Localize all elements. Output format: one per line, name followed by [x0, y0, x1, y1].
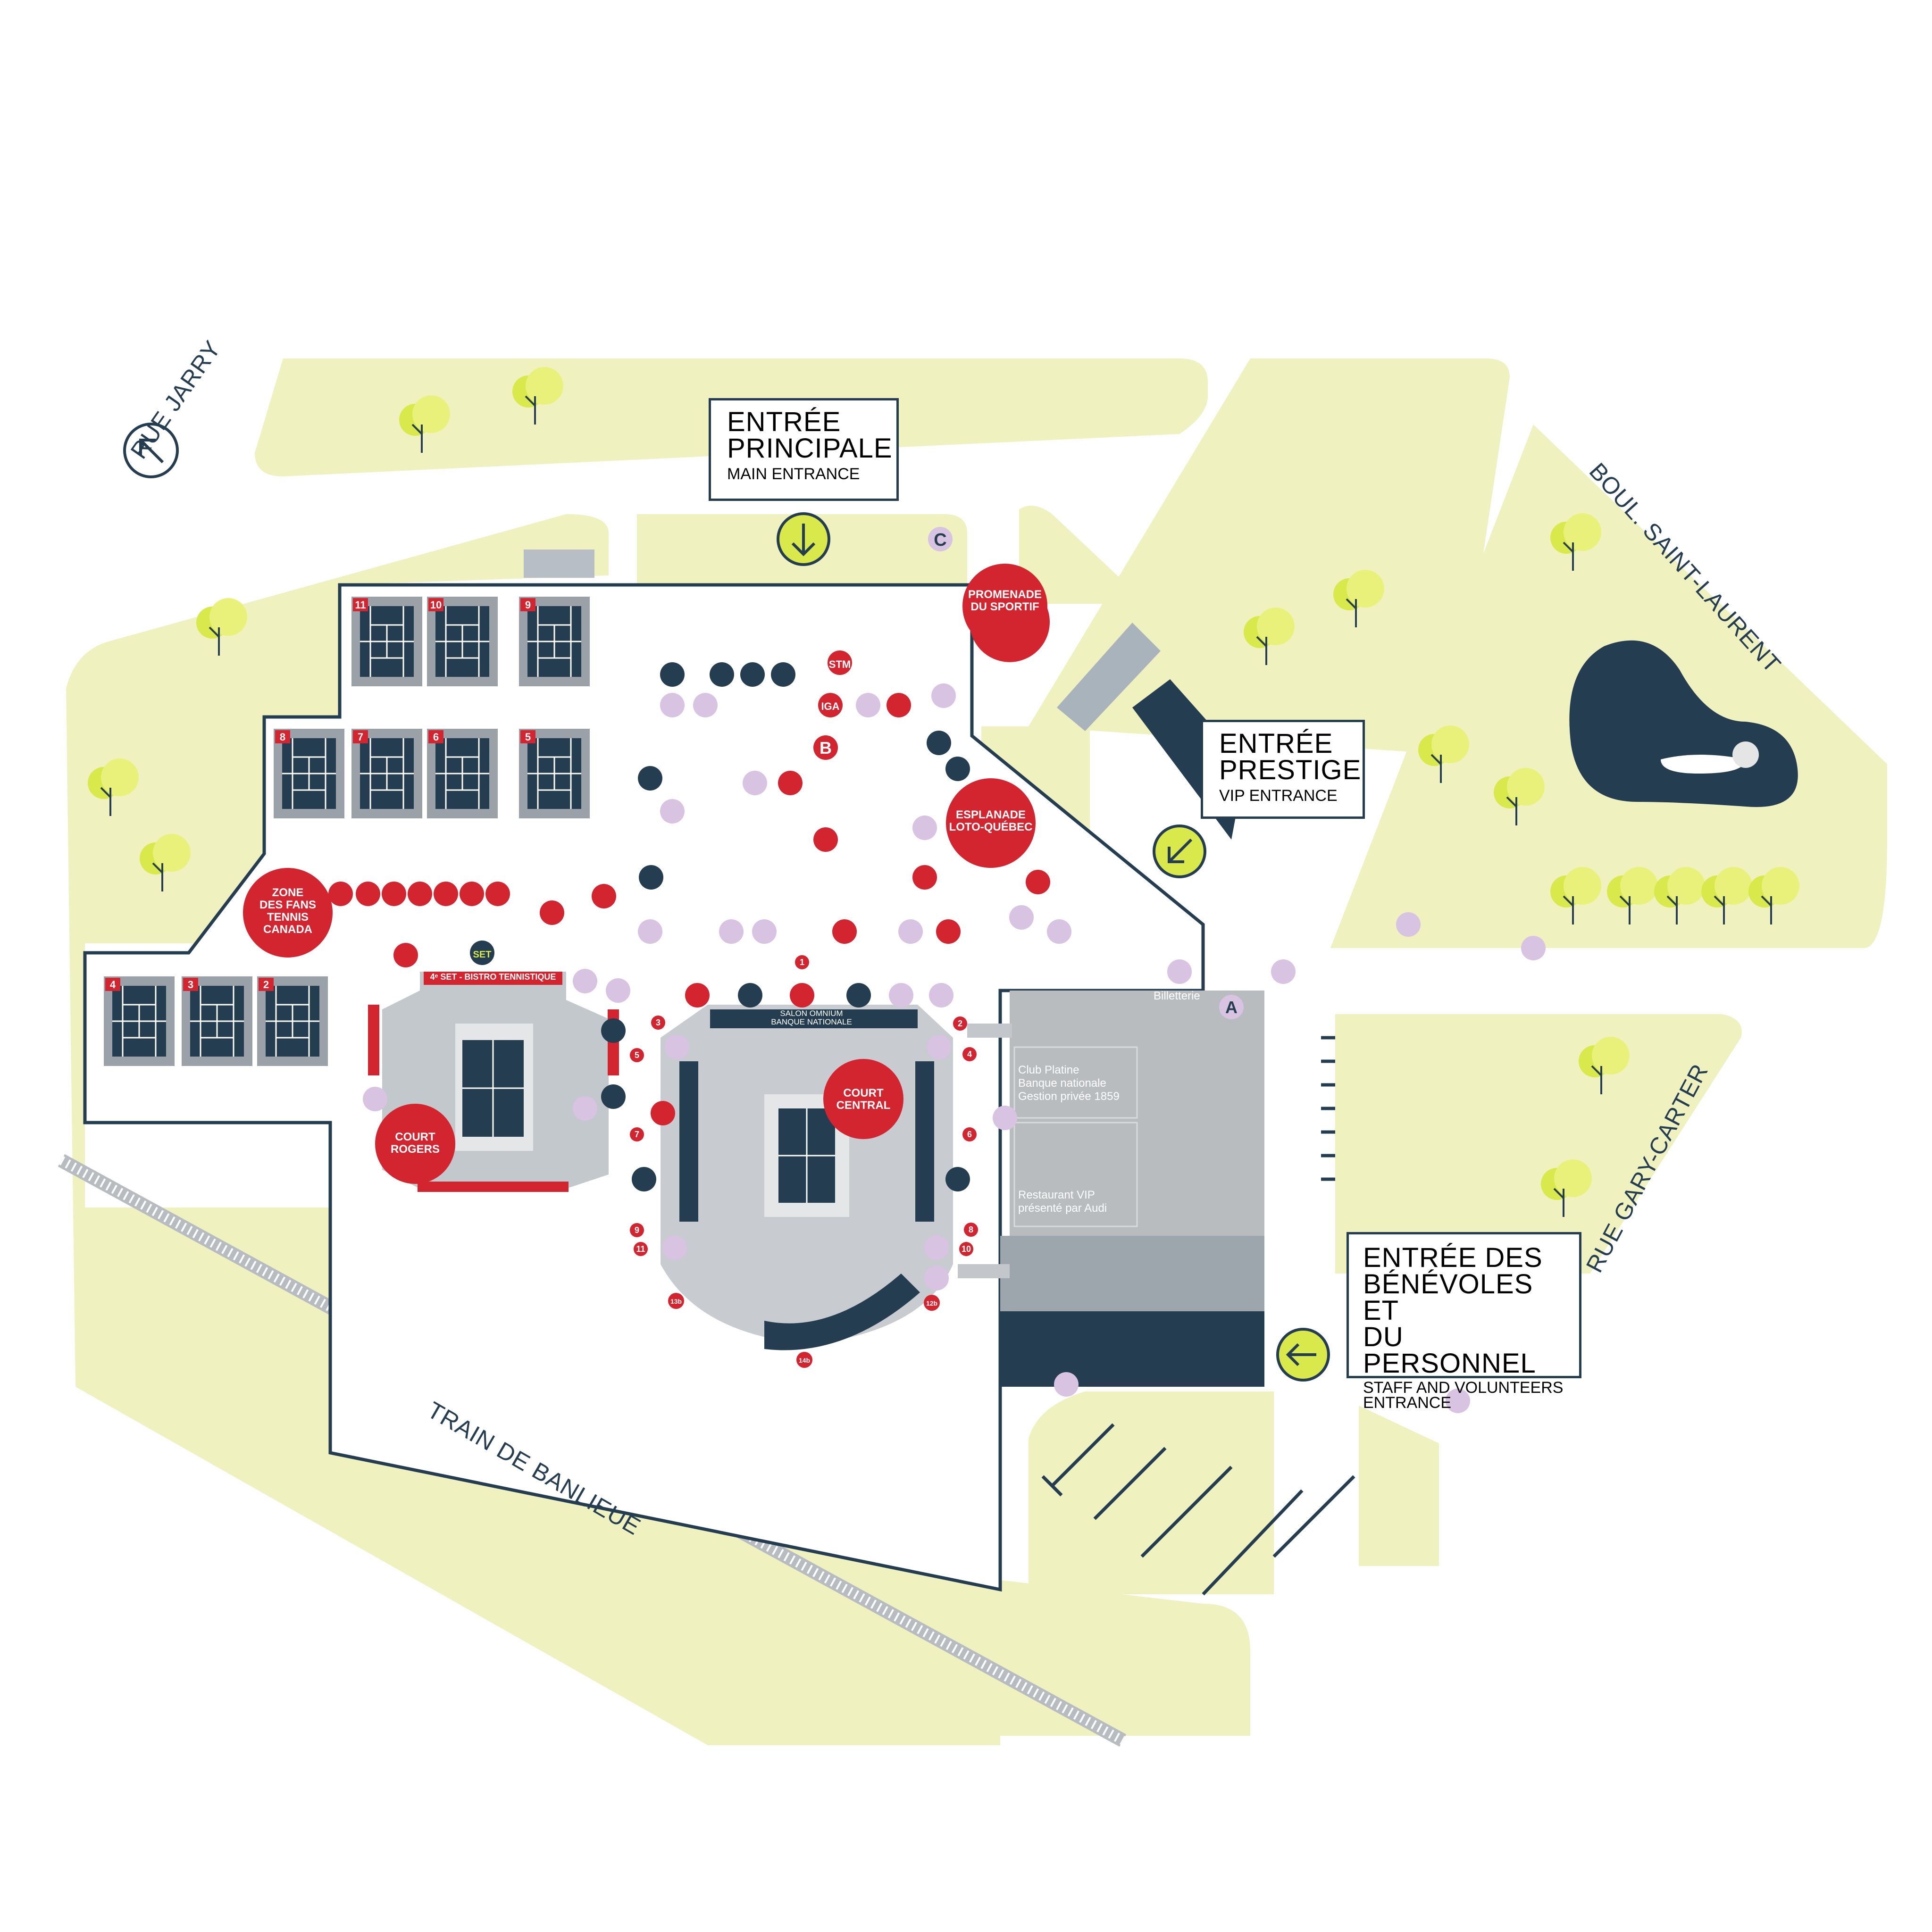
svg-text:14b: 14b	[799, 1357, 810, 1364]
court-central-stadium	[661, 1005, 953, 1350]
restroom-icon	[924, 1235, 949, 1260]
court-number: 2	[263, 979, 269, 991]
club-platine-label: Club Platine Banque nationale Gestion pr…	[1018, 1064, 1120, 1103]
bistro-label: 4ᵉ SET - BISTRO TENNISTIQUE	[430, 972, 556, 982]
shopping-icon	[1009, 905, 1034, 930]
ticket-icon	[1167, 959, 1192, 984]
main-entrance-title: ENTRÉE	[727, 407, 841, 437]
restroom-icon	[573, 1096, 597, 1121]
court-number: 9	[525, 599, 531, 611]
svg-text:7: 7	[635, 1130, 639, 1139]
svg-text:5: 5	[635, 1050, 639, 1060]
restroom-icon	[931, 683, 956, 708]
set-logo-label: SET	[473, 949, 492, 960]
gate-a-label: A	[1225, 998, 1238, 1017]
info-icon	[719, 919, 744, 944]
svg-text:13b: 13b	[670, 1298, 682, 1305]
entrance-arrow-icon	[1153, 824, 1206, 878]
restroom-icon	[363, 1087, 387, 1111]
court-number: 3	[188, 979, 193, 991]
food-icon	[945, 1167, 970, 1191]
main-entrance-subtitle: MAIN ENTRANCE	[727, 465, 860, 483]
staff-entrance-title: ENTRÉE DES	[1363, 1242, 1543, 1273]
esplanade-loto-quebec-label: ESPLANADE LOTO-QUÉBEC	[949, 808, 1033, 833]
food-icon	[632, 1167, 656, 1191]
prestige-entrance-title-2: PRESTIGE	[1219, 755, 1362, 785]
ticket-icon	[752, 919, 777, 944]
court-number: 6	[433, 731, 439, 743]
promenade-du-sportif-label: PROMENADE DU SPORTIF	[968, 588, 1042, 613]
court-number: 4	[110, 979, 116, 991]
zone-bubbles	[243, 564, 1050, 1184]
wheelchair-icon	[1521, 936, 1546, 960]
court-number: 8	[280, 731, 285, 743]
water-icon	[912, 816, 937, 840]
svg-text:8: 8	[969, 1225, 973, 1234]
court-number: 7	[358, 731, 363, 743]
main-entrance-sign: ENTRÉE PRINCIPALE MAIN ENTRANCE	[709, 398, 899, 501]
staff-entrance-subtitle: STAFF AND VOLUNTEERS	[1363, 1379, 1564, 1397]
gate-b-label: B	[820, 738, 832, 758]
salon-omnium-label: SALON OMNIUM BANQUE NATIONALE	[771, 1009, 852, 1026]
svg-text:2: 2	[958, 1019, 962, 1028]
water-icon	[693, 693, 718, 717]
parking	[1041, 1036, 1355, 1596]
staff-entrance-sign: ENTRÉE DES BÉNÉVOLES ET DU PERSONNEL STA…	[1347, 1232, 1581, 1411]
restroom-icon	[660, 693, 685, 717]
prestige-entrance-subtitle: VIP ENTRANCE	[1219, 787, 1338, 805]
staff-entrance-title-2: BÉNÉVOLES ET	[1363, 1269, 1533, 1326]
stm-label: STM	[829, 658, 851, 670]
svg-text:3: 3	[656, 1018, 661, 1027]
restroom-icon	[662, 1235, 687, 1260]
water-icon	[856, 693, 880, 717]
section-numbers: 1 2 3 4 5 6 7 8 9 10 11 12b 13b 14b	[630, 955, 978, 1368]
svg-text:9: 9	[635, 1225, 639, 1235]
waste-icon	[743, 771, 767, 795]
court-number: 10	[430, 599, 442, 611]
prestige-entrance-title: ENTRÉE	[1219, 728, 1333, 759]
zone-des-fans-label: ZONE DES FANS TENNIS CANADA	[259, 886, 317, 936]
svg-text:1: 1	[800, 958, 804, 967]
prestige-entrance-sign: ENTRÉE PRESTIGE VIP ENTRANCE	[1201, 720, 1365, 819]
svg-text:11: 11	[636, 1244, 645, 1254]
gate-c-label: C	[934, 530, 946, 550]
entrance-arrow-icon	[1276, 1328, 1330, 1382]
court-rogers-stadium	[368, 972, 619, 1192]
food-icon	[846, 983, 871, 1008]
restroom-icon	[665, 1035, 689, 1059]
svg-text:10: 10	[962, 1244, 971, 1254]
elevator-icon	[889, 983, 913, 1008]
restroom-icon	[1047, 919, 1071, 944]
iga-label: IGA	[821, 700, 839, 712]
court-number: 5	[525, 731, 531, 743]
food-icon	[945, 757, 970, 781]
bike-icon	[1396, 912, 1421, 937]
staff-entrance-title-3: DU PERSONNEL	[1363, 1322, 1536, 1379]
food-icon	[927, 731, 951, 755]
staff-entrance-subtitle-2: ENTRANCE	[1363, 1394, 1452, 1412]
main-building	[958, 991, 1264, 1387]
court-central-label: COURT CENTRAL	[836, 1087, 891, 1112]
food-icon	[738, 983, 762, 1008]
heart-icon	[685, 983, 710, 1008]
elevator-icon	[924, 1266, 949, 1291]
court-number: 11	[355, 599, 366, 611]
billetterie-label: Billetterie	[1154, 990, 1200, 1002]
main-entrance-title-2: PRINCIPALE	[727, 433, 893, 464]
water-icon	[660, 799, 685, 824]
first-aid-icon	[1054, 1372, 1079, 1397]
restroom-icon	[993, 1106, 1017, 1130]
court-numbers: 11 10 9 8 7 6 5 4 3 2	[105, 598, 535, 991]
svg-text:6: 6	[967, 1130, 972, 1139]
north-arrow-icon	[123, 423, 179, 478]
bus-icon	[1271, 959, 1296, 984]
svg-text:12b: 12b	[926, 1299, 937, 1307]
svg-text:4: 4	[967, 1049, 972, 1059]
entrance-arrow-icon	[777, 512, 830, 566]
restaurant-vip-label: Restaurant VIP présenté par Audi	[1018, 1189, 1107, 1215]
court-rogers-label: COURT ROGERS	[390, 1131, 440, 1156]
prestige-building	[1057, 623, 1161, 731]
restroom-icon	[927, 1035, 951, 1059]
